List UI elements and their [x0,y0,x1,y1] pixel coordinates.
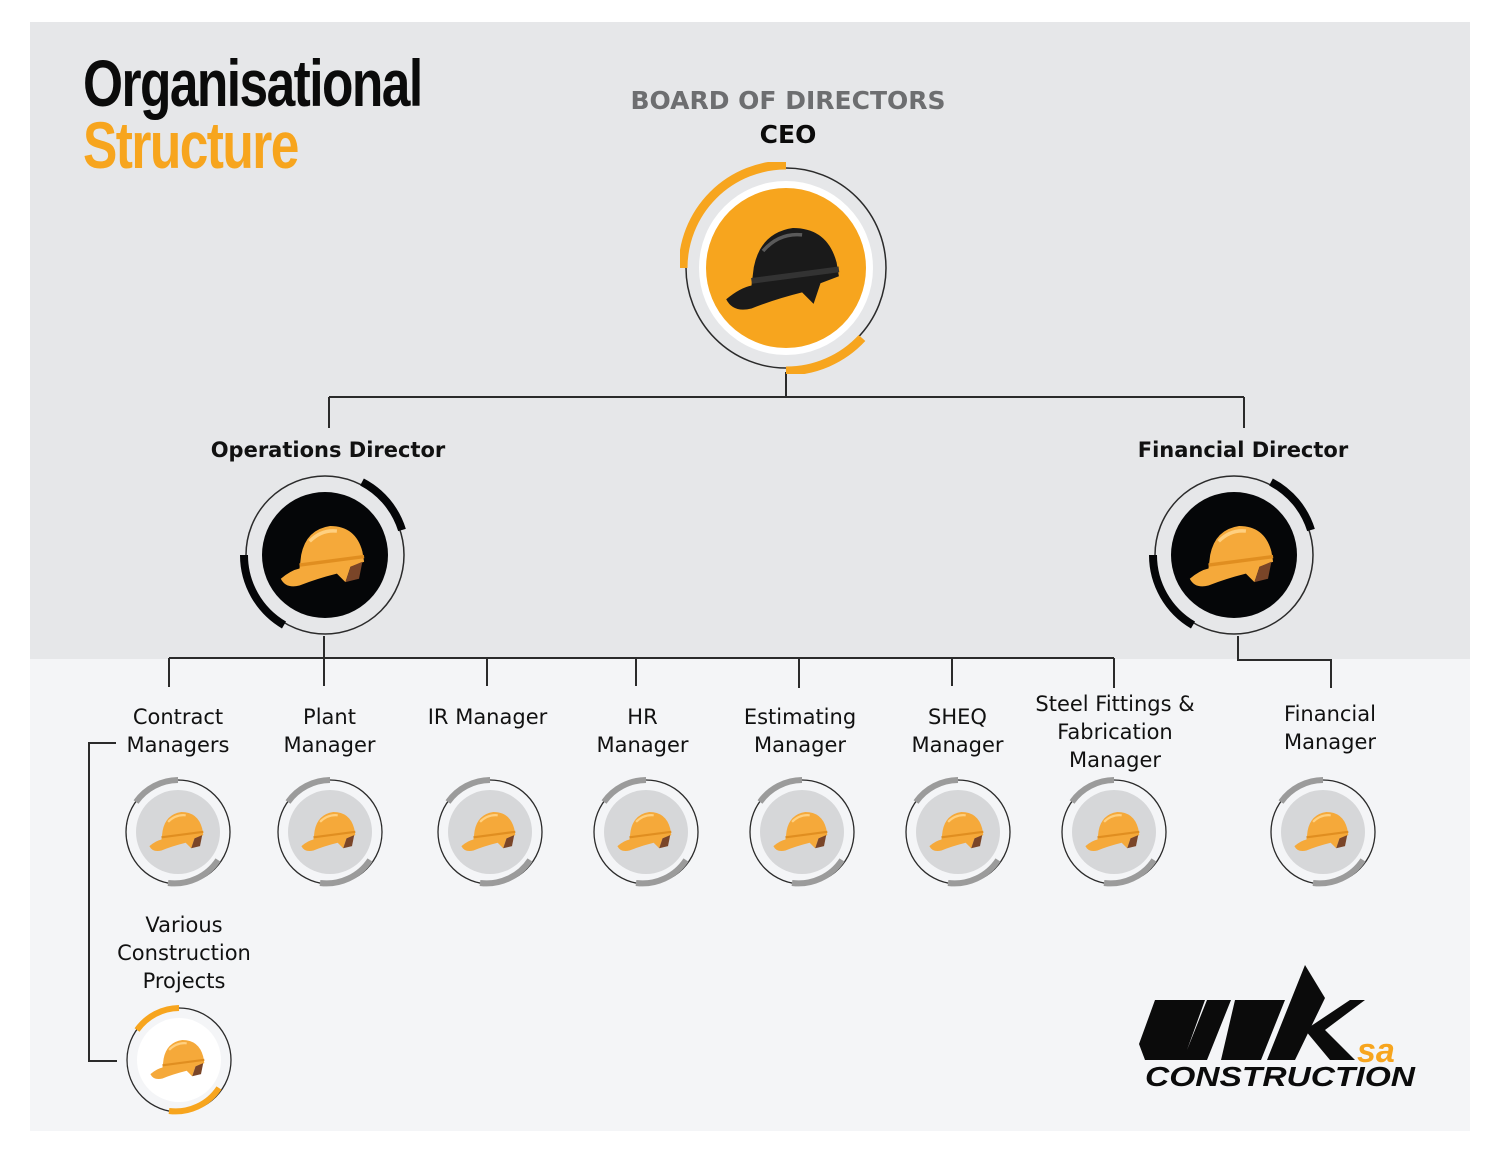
manager-label-contract: Contract Managers [126,705,230,757]
hard-hat-icon [773,812,828,852]
manager-node-ir [434,776,546,888]
manager-label-sheq: SHEQ Manager [911,705,1004,757]
manager-label-financial: Financial Manager [1283,702,1377,754]
ceo-node [680,162,892,374]
financial-director-label: Financial Director [1137,438,1349,462]
connector-financial-manager [1237,636,1332,688]
hard-hat-icon [280,526,365,587]
hard-hat-icon [150,1040,205,1080]
ceo-label: CEO [759,120,817,149]
manager-label-estimating: Estimating Manager [743,705,857,757]
logo-subtitle: CONSTRUCTION [1145,1061,1416,1090]
title-line-1: Organisational [83,46,423,120]
hard-hat-icon [617,812,672,852]
hard-hat-icon [1294,812,1349,852]
manager-label-plant: Plant Manager [283,705,376,757]
hard-hat-icon [929,812,984,852]
hard-hat-icon [1189,526,1274,587]
logo-suffix: sa [1357,1032,1395,1070]
title-line-2: Structure [83,108,299,182]
connector-projects [88,742,117,1062]
hard-hat-icon [1085,812,1140,852]
operations-director-label: Operations Director [210,438,446,462]
projects-label: Various Construction Projects [117,913,251,993]
manager-node-sheq [902,776,1014,888]
board-of-directors-label: BOARD OF DIRECTORS [630,86,946,115]
financial-director-node [1149,470,1319,640]
projects-node [123,1004,235,1116]
manager-node-plant [274,776,386,888]
hard-hat-icon [461,812,516,852]
manager-node-hr [590,776,702,888]
manager-node-estimating [746,776,858,888]
hard-hat-icon [301,812,356,852]
hard-hat-icon [726,228,840,310]
manager-node-steel [1058,776,1170,888]
manager-node-financial [1267,776,1379,888]
operations-director-node [240,470,410,640]
page-title: Organisational Structure [83,46,423,182]
company-logo: sa CONSTRUCTION [1135,960,1435,1092]
manager-label-hr: HR Manager [596,705,689,757]
manager-label-steel: Steel Fittings & Fabrication Manager [1035,692,1195,772]
manager-node-contract [122,776,234,888]
manager-label-ir: IR Manager [427,705,548,729]
hard-hat-icon [149,812,204,852]
